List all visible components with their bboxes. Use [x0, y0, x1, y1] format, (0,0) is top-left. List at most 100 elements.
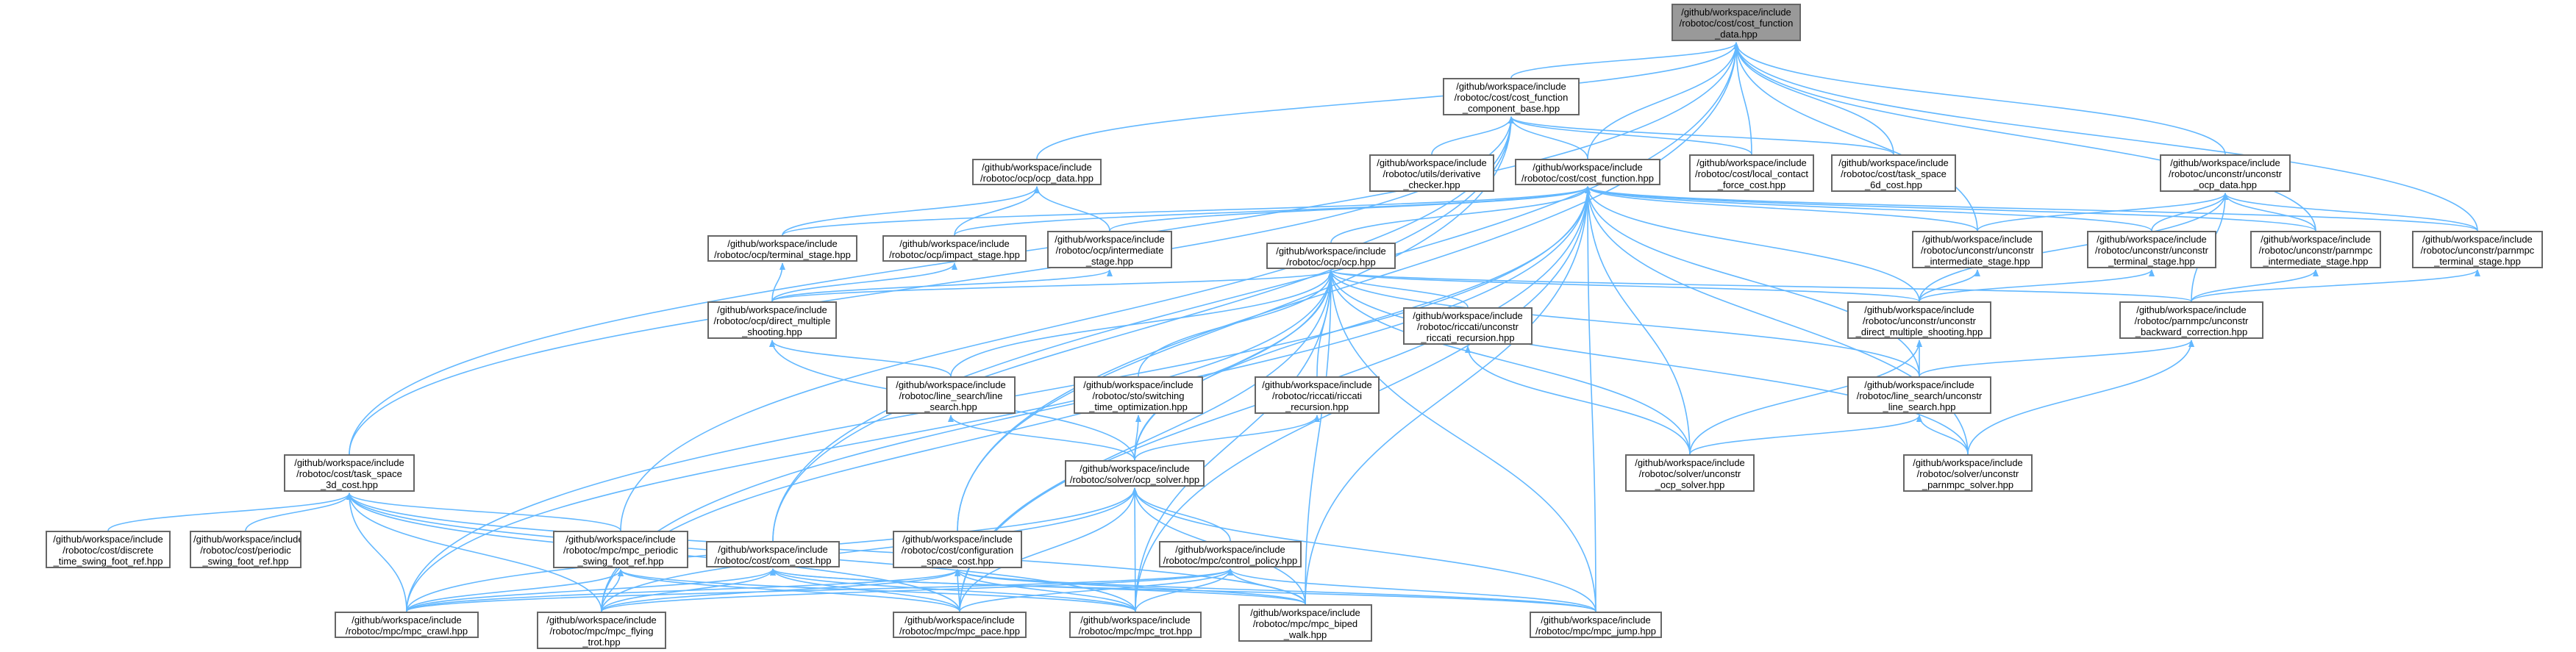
include-edge-jump-to-costfn — [1585, 186, 1596, 612]
file-node-impact[interactable]: /github/workspace/include/robotoc/ocp/im… — [882, 235, 1027, 262]
file-node-uls[interactable]: /github/workspace/include/robotoc/line_s… — [1847, 376, 1991, 414]
file-node-flying[interactable]: /github/workspace/include/robotoc/mpc/mp… — [537, 612, 666, 649]
include-edge-config-to-root — [957, 42, 1739, 531]
include-edge-costfn-to-root — [1587, 42, 1739, 160]
include-edge-impact-to-ocpdata — [954, 186, 1040, 236]
include-edge-ocp-to-costfn — [1330, 186, 1591, 243]
file-node-label: /robotoc/solver/unconstr — [1916, 468, 2019, 479]
file-node-label: /robotoc/unconstr/unconstr — [2095, 245, 2208, 256]
file-node-ls[interactable]: /github/workspace/include/robotoc/line_s… — [886, 376, 1016, 414]
file-node-ts3d[interactable]: /github/workspace/include/robotoc/cost/t… — [284, 454, 415, 492]
include-edge-uterm-to-costfn — [1585, 186, 2152, 232]
file-node-label: /github/workspace/include — [53, 534, 163, 545]
file-node-label: /robotoc/cost/com_cost.hpp — [714, 555, 832, 566]
include-edge-udms-to-uinter — [1919, 269, 1980, 302]
file-node-label: _search.hpp — [924, 401, 977, 412]
include-edge-crawl-to-config — [406, 569, 960, 612]
include-edge-dms-to-inter — [771, 269, 1113, 302]
include-edge-inter-to-costfn — [1109, 186, 1591, 232]
file-node-ocpsolver[interactable]: /github/workspace/include/robotoc/solver… — [1065, 460, 1205, 487]
file-node-label: /github/workspace/include — [1175, 544, 1285, 555]
file-node-uinter[interactable]: /github/workspace/include/robotoc/uncons… — [1912, 231, 2043, 268]
include-edge-ls-to-dms — [769, 340, 952, 377]
file-node-sto[interactable]: /github/workspace/include/robotoc/sto/sw… — [1074, 376, 1203, 414]
include-edge-ctrl-to-ocpsolver — [1132, 487, 1231, 542]
file-node-riccunc[interactable]: /github/workspace/include/robotoc/riccat… — [1403, 307, 1533, 345]
file-node-ocpdata[interactable]: /github/workspace/include/robotoc/ocp/oc… — [972, 159, 1102, 185]
file-node-label: /github/workspace/include — [1262, 379, 1372, 390]
file-node-label: /github/workspace/include — [1413, 310, 1523, 321]
file-node-label: _force_cost.hpp — [1717, 179, 1786, 190]
file-node-mpsfr[interactable]: /github/workspace/include/robotoc/mpc/mp… — [553, 531, 688, 568]
include-edge-crawl-to-ctrl — [406, 568, 1233, 612]
file-node-label: /robotoc/mpc/mpc_trot.hpp — [1078, 626, 1193, 637]
file-node-label: /robotoc/cost/configuration — [901, 545, 1014, 556]
file-node-psfr[interactable]: /github/workspace/include/robotoc/cost/p… — [190, 531, 302, 568]
file-node-biped[interactable]: /github/workspace/include/robotoc/mpc/mp… — [1238, 604, 1372, 642]
file-node-term[interactable]: /github/workspace/include/robotoc/ocp/te… — [707, 235, 857, 262]
file-node-inter[interactable]: /github/workspace/include/robotoc/ocp/in… — [1047, 231, 1172, 268]
file-node-udms[interactable]: /github/workspace/include/robotoc/uncons… — [1847, 301, 1991, 339]
file-node-label: /robotoc/ocp/intermediate — [1055, 245, 1164, 256]
file-node-label: /github/workspace/include — [718, 544, 828, 555]
file-node-pinter[interactable]: /github/workspace/include/robotoc/uncons… — [2250, 231, 2381, 268]
file-node-trot[interactable]: /github/workspace/include/robotoc/mpc/mp… — [1069, 612, 1202, 638]
file-node-crawl[interactable]: /github/workspace/include/robotoc/mpc/mp… — [335, 612, 479, 638]
file-node-upsolver[interactable]: /github/workspace/include/robotoc/solver… — [1903, 454, 2033, 492]
include-edge-udms-to-uterm — [1919, 269, 2155, 302]
include-edge-term-to-costfn — [782, 186, 1591, 236]
include-edge-term-to-ocpdata — [782, 186, 1040, 236]
file-node-label: _time_swing_foot_ref.hpp — [53, 556, 163, 567]
file-node-uocpsolver[interactable]: /github/workspace/include/robotoc/solver… — [1625, 454, 1755, 492]
include-edge-biped-to-ocp — [1305, 270, 1334, 605]
file-node-label: /github/workspace/include — [1276, 246, 1386, 257]
include-edge-costfn-to-cfcb — [1508, 116, 1588, 160]
file-node-root[interactable]: /github/workspace/include/robotoc/cost/c… — [1671, 4, 1801, 41]
file-node-label: /robotoc/line_search/line — [899, 390, 1003, 401]
file-node-ts6d[interactable]: /github/workspace/include/robotoc/cost/t… — [1831, 154, 1956, 192]
file-node-label: /github/workspace/include — [902, 534, 1013, 545]
file-node-label: _6d_cost.hpp — [1864, 179, 1923, 190]
file-node-label: _terminal_stage.hpp — [2108, 256, 2195, 267]
file-node-ricc[interactable]: /github/workspace/include/robotoc/riccat… — [1255, 376, 1380, 414]
include-edge-crawl-to-mpsfr — [406, 569, 624, 612]
file-node-label: /github/workspace/include — [1377, 157, 1487, 168]
file-node-label: _checker.hpp — [1403, 179, 1460, 190]
file-node-label: /robotoc/unconstr/parnmpc — [2258, 245, 2373, 256]
file-node-label: /github/workspace/include — [1083, 379, 1194, 390]
file-node-ocp[interactable]: /github/workspace/include/robotoc/ocp/oc… — [1266, 243, 1396, 269]
include-edge-pace-to-ocpsolver — [959, 487, 1138, 612]
file-node-dtsfr[interactable]: /github/workspace/include/robotoc/cost/d… — [46, 531, 171, 568]
file-node-label: _line_search.hpp — [1883, 401, 1956, 412]
include-edge-trot-to-config — [955, 569, 1136, 612]
include-edge-flying-to-ocpsolver — [601, 487, 1138, 612]
file-node-cfcb[interactable]: /github/workspace/include/robotoc/cost/c… — [1443, 78, 1580, 115]
include-edge-trot-to-ctrl — [1135, 568, 1233, 612]
file-node-deriv[interactable]: /github/workspace/include/robotoc/utils/… — [1369, 154, 1494, 192]
file-node-pace[interactable]: /github/workspace/include/robotoc/mpc/mp… — [893, 612, 1027, 638]
include-edge-udms-to-ocp — [1328, 270, 1920, 302]
file-node-pterm[interactable]: /github/workspace/include/robotoc/uncons… — [2412, 231, 2543, 268]
file-node-label: /github/workspace/include — [727, 238, 838, 249]
include-edge-ls-to-ocp — [950, 270, 1334, 377]
file-node-dms[interactable]: /github/workspace/include/robotoc/ocp/di… — [707, 301, 837, 339]
include-edge-pterm-to-costfn — [1585, 186, 2478, 232]
include-edge-ocpsolver-to-ricc — [1134, 415, 1320, 461]
file-node-pbc[interactable]: /github/workspace/include/robotoc/parnmp… — [2119, 301, 2263, 339]
file-node-config[interactable]: /github/workspace/include/robotoc/cost/c… — [893, 531, 1022, 568]
file-node-costfn[interactable]: /github/workspace/include/robotoc/cost/c… — [1515, 159, 1660, 185]
file-node-label: _shooting.hpp — [742, 326, 802, 337]
file-node-label: _3d_cost.hpp — [320, 479, 379, 490]
file-node-label: /github/workspace/include — [2097, 234, 2207, 245]
file-node-lcfc[interactable]: /github/workspace/include/robotoc/cost/l… — [1689, 154, 1814, 192]
file-node-ctrl[interactable]: /github/workspace/include/robotoc/mpc/co… — [1159, 541, 1302, 567]
file-node-uocpdata[interactable]: /github/workspace/include/robotoc/uncons… — [2160, 154, 2291, 192]
include-edge-sto-to-ocp — [1138, 270, 1334, 377]
file-node-label: _riccati_recursion.hpp — [1421, 332, 1515, 343]
file-node-uterm[interactable]: /github/workspace/include/robotoc/uncons… — [2087, 231, 2216, 268]
file-node-label: _trot.hpp — [582, 637, 621, 648]
include-edge-jump-to-ocp — [1328, 270, 1596, 612]
file-node-jump[interactable]: /github/workspace/include/robotoc/mpc/mp… — [1530, 612, 1662, 638]
file-node-label: /github/workspace/include — [1635, 457, 1745, 468]
file-node-com[interactable]: /github/workspace/include/robotoc/cost/c… — [706, 541, 840, 567]
